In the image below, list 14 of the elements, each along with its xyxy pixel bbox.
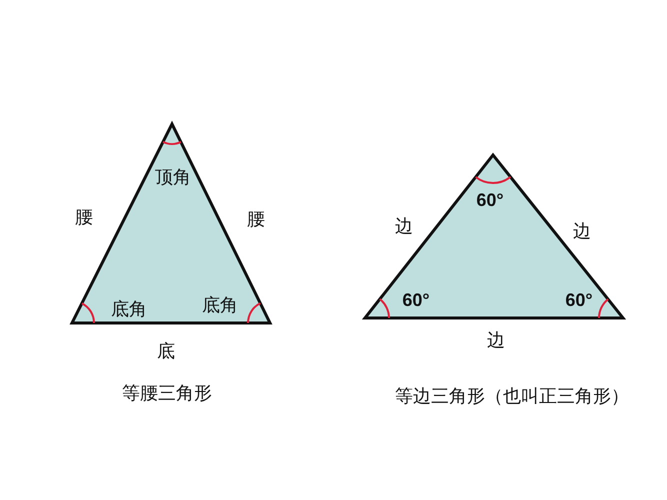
side-label: 边	[573, 223, 591, 241]
triangle-caption: 等腰三角形	[122, 385, 212, 403]
angle-label: 底角	[202, 297, 238, 315]
side-label: 底	[157, 343, 175, 361]
side-label: 腰	[247, 211, 265, 229]
side-label: 腰	[75, 209, 93, 227]
angle-value: 60°	[565, 291, 593, 309]
angle-label: 顶角	[155, 169, 191, 187]
angle-label: 底角	[111, 301, 147, 319]
side-label: 边	[487, 332, 505, 350]
angle-value: 60°	[476, 191, 504, 209]
side-label: 边	[395, 218, 413, 236]
triangle-caption: 等边三角形（也叫正三角形）	[395, 388, 629, 406]
angle-value: 60°	[402, 291, 430, 309]
